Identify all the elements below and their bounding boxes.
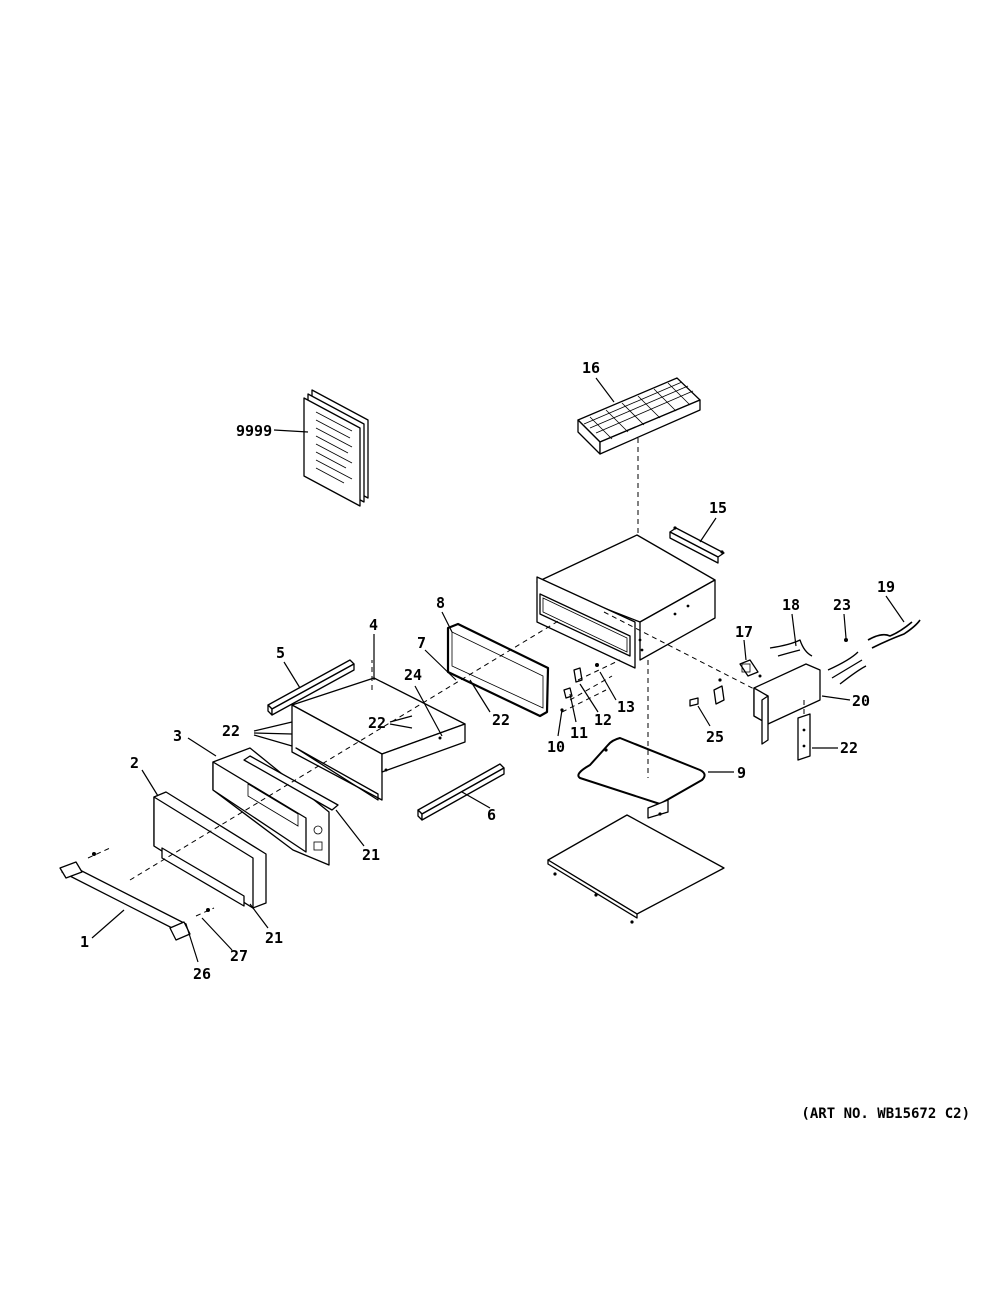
callout-13: 13 [617,698,635,716]
callout-labels: 9999 16 15 8 4 5 7 24 22 22 22 3 2 21 21… [80,359,895,983]
callout-9999: 9999 [236,422,272,440]
callout-21-lower: 21 [265,929,283,947]
cover-20-part [753,663,821,745]
rack-part [577,377,701,455]
callout-16: 16 [582,359,600,377]
callout-22-left: 22 [222,722,240,740]
callout-17: 17 [735,623,753,641]
gasket-part [446,622,550,718]
trim-strip-part [243,755,339,811]
callout-12: 12 [594,711,612,729]
leader-lines [91,377,905,963]
bottom-tray-part [547,814,725,924]
callout-1: 1 [80,933,89,951]
callout-22-right: 22 [840,739,858,757]
handle-part [59,852,210,941]
plate-22-part [797,713,811,761]
heating-element-part [577,737,706,819]
bracket-25-part [689,678,725,707]
callout-27: 27 [230,947,248,965]
callout-22-box: 22 [368,714,386,732]
callout-7: 7 [417,634,426,652]
power-cord-19-part [867,619,921,649]
callout-9: 9 [737,764,746,782]
callout-19: 19 [877,578,895,596]
inner-panel-part [212,747,330,866]
left-slide-part [267,659,355,716]
callout-18: 18 [782,596,800,614]
callout-23: 23 [833,596,851,614]
callout-22-gasket: 22 [492,711,510,729]
wire-18-part [769,639,813,657]
callout-5: 5 [276,644,285,662]
callout-20: 20 [852,692,870,710]
callout-21-upper: 21 [362,846,380,864]
callout-26: 26 [193,965,211,983]
callout-6: 6 [487,806,496,824]
wire-23-part [827,638,867,685]
callout-11: 11 [570,724,588,742]
callout-4: 4 [369,616,378,634]
right-slide-part [417,763,505,821]
drawer-box-part [291,677,466,801]
callout-10: 10 [547,738,565,756]
callout-15: 15 [709,499,727,517]
callout-24: 24 [404,666,422,684]
bracket-17-part [739,659,762,678]
callout-8: 8 [436,594,445,612]
callout-25: 25 [706,728,724,746]
top-bracket-part [669,526,725,564]
front-panel-part [153,791,267,909]
art-number: (ART NO. WB15672 C2) [801,1106,970,1122]
callout-3: 3 [173,727,182,745]
manual-part [303,389,369,507]
cabinet-part [536,534,716,669]
callout-2: 2 [130,754,139,772]
